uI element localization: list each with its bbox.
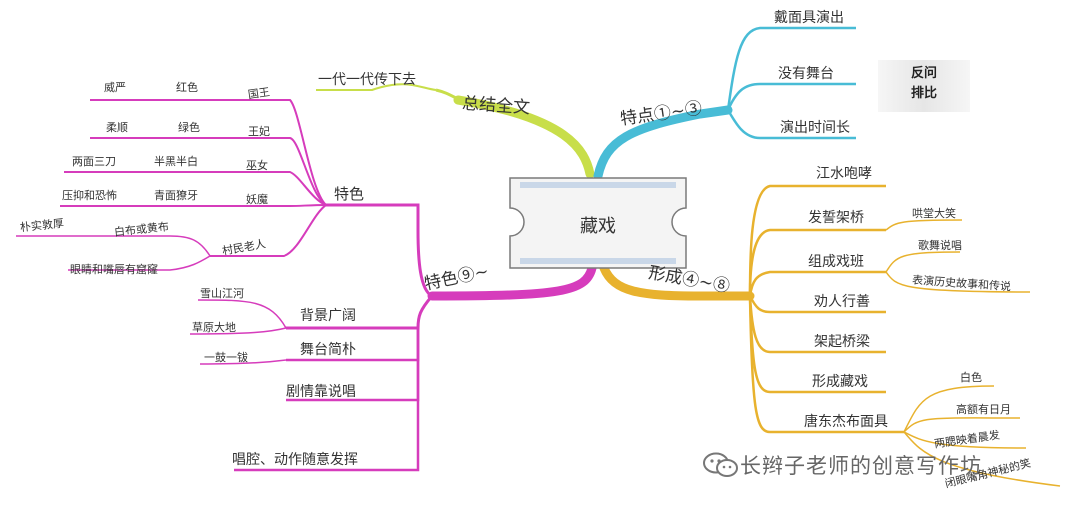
summary-main-branch — [453, 95, 595, 179]
stage-child: 草原大地 — [192, 321, 236, 334]
formation-item: 江水咆哮 — [816, 166, 872, 182]
formation-item: 劝人行善 — [814, 294, 870, 310]
mask-color: 青面獠牙 — [154, 189, 198, 202]
summary-child: 一代一代传下去 — [318, 72, 416, 88]
stage-child: 雪山江河 — [200, 287, 244, 300]
feature-item: 戴面具演出 — [774, 10, 844, 26]
formation-child: 歌舞说唱 — [918, 239, 962, 252]
features-connectors — [726, 26, 856, 140]
formation-item: 组成戏班 — [808, 254, 864, 270]
traits-subtopic: 特色 — [334, 185, 365, 203]
watermark-text: 长辫子老师的创意写作坊 — [740, 454, 982, 478]
stage-item: 唱腔、动作随意发挥 — [232, 452, 358, 468]
rhetoric-note: 反问 排比 — [878, 60, 970, 112]
mask-role: 巫女 — [246, 159, 268, 172]
mask-meaning: 两面三刀 — [72, 155, 116, 168]
formation-child: 白色 — [960, 371, 982, 384]
formation-item: 发誓架桥 — [808, 210, 864, 226]
stage-item: 背景广阔 — [300, 308, 356, 324]
formation-item: 架起桥梁 — [814, 334, 870, 350]
mask-role: 国王 — [247, 85, 271, 102]
mask-meaning: 压抑和恐怖 — [62, 189, 117, 202]
elder-item: 眼睛和嘴唇有窟窿 — [70, 263, 158, 276]
center-title: 藏戏 — [580, 216, 616, 237]
note-line: 排比 — [910, 86, 937, 101]
mask-role: 王妃 — [248, 125, 270, 138]
formation-child: 高额有日月 — [956, 403, 1011, 416]
summary-main-branch-end — [435, 88, 461, 102]
formation-item: 形成藏戏 — [812, 374, 868, 390]
mask-color: 红色 — [176, 81, 198, 94]
formation-connectors — [748, 184, 1061, 487]
stage-item: 舞台简朴 — [300, 342, 356, 358]
features-main-branch — [593, 105, 733, 181]
wechat-icon — [703, 452, 738, 477]
mask-color: 绿色 — [178, 121, 200, 134]
feature-item: 演出时间长 — [780, 120, 850, 136]
center-node: 藏戏 — [510, 176, 686, 268]
traits-main-branch — [427, 263, 597, 301]
mask-role: 妖魔 — [246, 193, 268, 206]
summary-child-line — [316, 83, 437, 91]
formation-item: 唐东杰布面具 — [804, 414, 888, 430]
stage-item: 剧情靠说唱 — [286, 384, 356, 400]
feature-item: 没有舞台 — [778, 66, 834, 82]
mask-color: 半黑半白 — [154, 155, 198, 168]
note-line: 反问 — [910, 66, 937, 81]
center-node-shape — [509, 177, 687, 269]
traits-connectors — [16, 99, 434, 472]
watermark: 长辫子老师的创意写作坊 — [702, 450, 982, 480]
mask-meaning: 柔顺 — [106, 121, 128, 134]
stage-child: 一鼓一钹 — [204, 351, 248, 364]
formation-child: 哄堂大笑 — [912, 207, 956, 220]
formation-main-branch — [599, 263, 755, 301]
mask-meaning: 威严 — [104, 81, 126, 94]
